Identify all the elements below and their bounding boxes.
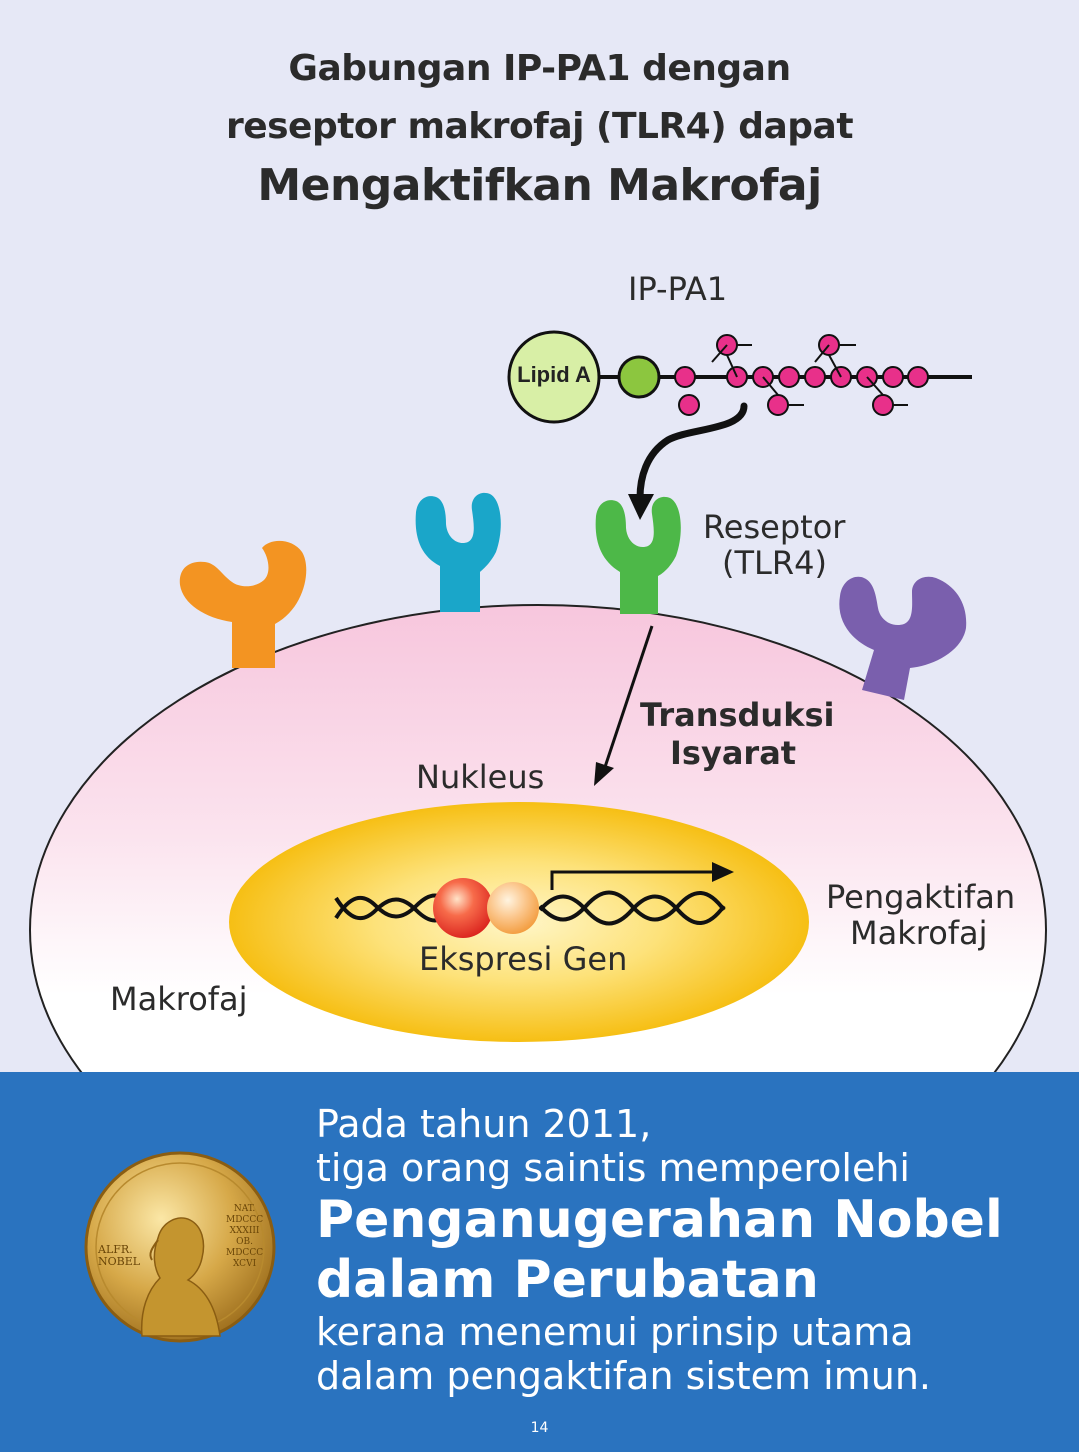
banner-line-6: dalam pengaktifan sistem imun. xyxy=(316,1354,931,1398)
signal-arrow-head xyxy=(594,762,614,786)
receptor-green xyxy=(595,496,681,614)
banner-line-4: dalam Perubatan xyxy=(316,1250,819,1310)
binding-arrow xyxy=(636,402,748,502)
receptor-label-line1: Reseptor xyxy=(703,508,846,546)
signal-label-line2: Isyarat xyxy=(670,734,797,772)
banner-line-5: kerana menemui prinsip utama xyxy=(316,1310,914,1354)
transcription-factor-orange xyxy=(487,882,539,934)
transcription-factor-red xyxy=(433,878,493,938)
molecule-label: IP-PA1 xyxy=(628,270,728,308)
macrophage-label: Makrofaj xyxy=(110,980,248,1018)
activation-label-line2: Makrofaj xyxy=(850,914,988,952)
signal-label-line1: Transduksi xyxy=(640,696,835,734)
medal-text-right: NAT. MDCCC XXXIII OB. MDCCC XCVI xyxy=(226,1204,264,1269)
dna-strand xyxy=(334,890,726,926)
binding-arrow-head xyxy=(628,494,654,520)
core-sugar-circle xyxy=(617,355,661,399)
lipid-a-label: Lipid A xyxy=(517,362,591,387)
banner-line-2: tiga orang saintis memperolehi xyxy=(316,1146,910,1190)
receptor-label-line2: (TLR4) xyxy=(722,544,827,582)
receptor-teal xyxy=(415,492,501,612)
banner-line-3: Penganugerahan Nobel xyxy=(316,1190,1003,1250)
banner-line-1: Pada tahun 2011, xyxy=(316,1102,652,1146)
gene-expression-label: Ekspresi Gen xyxy=(419,940,628,978)
medal-text-left: ALFR. NOBEL xyxy=(98,1243,141,1268)
title-line-1: Gabungan IP-PA1 dengan xyxy=(288,48,791,89)
lipid-a-circle xyxy=(507,330,601,424)
activation-label-line1: Pengaktifan xyxy=(826,878,1016,916)
page-number: 14 xyxy=(530,1420,549,1436)
receptor-purple xyxy=(839,576,967,700)
nucleus-label: Nukleus xyxy=(416,758,545,796)
transcription-arrow xyxy=(550,870,716,890)
transcription-arrow-head xyxy=(712,862,734,882)
nobel-banner: ALFR. NOBEL NAT. MDCCC XXXIII OB. MDCCC … xyxy=(0,1072,1079,1452)
sugar-branches xyxy=(711,344,908,406)
title-line-3: Mengaktifkan Makrofaj xyxy=(257,160,822,211)
nobel-medal xyxy=(84,1151,276,1343)
title-line-2: reseptor makrofaj (TLR4) dapat xyxy=(225,106,854,147)
signal-arrow xyxy=(602,625,654,771)
receptor-orange xyxy=(179,540,307,668)
